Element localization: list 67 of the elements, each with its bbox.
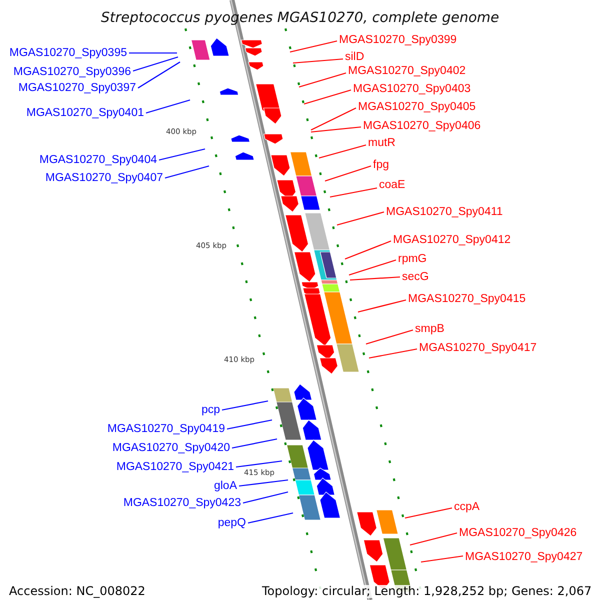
leader-line [132,56,178,72]
leader-line [358,299,406,313]
gene-label: rpmG [398,252,427,266]
gene-label: MGAS10270_Spy0395 [9,46,127,60]
gene-label: MGAS10270_Spy0417 [419,341,537,355]
gene-label: MGAS10270_Spy0405 [358,100,476,114]
leader-line [129,52,177,54]
gene-label: MGAS10270_Spy0426 [459,526,577,540]
gene-label: MGAS10270_Spy0396 [13,65,131,79]
gene-label: MGAS10270_Spy0423 [123,496,241,510]
gene-label: MGAS10270_Spy0415 [408,292,526,306]
leader-line [420,555,464,563]
leader-line [232,438,278,449]
leader-line [404,507,452,519]
gene-label: pepQ [218,516,246,530]
gene-label: MGAS10270_Spy0399 [339,33,457,47]
gene-label: mutR [368,136,396,150]
gene-label: MGAS10270_Spy0411 [386,205,503,219]
gene-label: MGAS10270_Spy0401 [26,106,144,120]
leader-line [336,211,384,226]
title: Streptococcus pyogenes MGAS10270, complete genome [100,9,500,27]
gene-label: MGAS10270_Spy0404 [39,153,157,167]
gene-label: smpB [415,322,444,336]
leader-line [146,99,190,114]
gene-label: MGAS10270_Spy0420 [112,441,230,455]
gene-label: MGAS10270_Spy0427 [465,550,583,564]
gene-label: MGAS10270_Spy0402 [348,64,466,78]
leader-line [248,512,294,524]
leader-line [368,348,418,359]
gene-label: ccpA [454,500,480,514]
leader-line [324,165,372,182]
leader-line [226,419,272,430]
gene-label: MGAS10270_Spy0397 [18,81,136,95]
gene-label: secG [402,270,429,284]
footer-text: Accession: NC_008022 [9,585,146,598]
leader-line [350,276,400,281]
leader-line [310,108,356,130]
leader-line [348,259,396,276]
leader-line [330,187,378,198]
leader-line [138,62,180,88]
gene-label: MGAS10270_Spy0407 [45,171,163,185]
leader-line [290,40,338,53]
gene-label: MGAS10270_Spy0412 [393,233,511,247]
gene-label: MGAS10270_Spy0403 [353,82,471,96]
gene-label: fpg [373,158,389,172]
leader-line [238,479,288,487]
leader-line [298,72,346,88]
leader-line [164,165,210,179]
gene-label: MGAS10270_Spy0421 [116,460,234,474]
gene-label: silD [345,50,364,64]
gene-label: coaE [379,178,406,192]
leader-line [242,491,288,504]
leader-line [366,329,414,345]
leader-line [236,460,282,468]
footer-text: Topology: circular; Length: 1,928,252 bp; Genes: 2,067 [262,585,592,598]
gene-label: gloA [214,479,237,493]
leader-line [292,58,344,64]
leader-line [410,532,458,546]
leader-line [310,126,362,133]
leader-line [344,240,392,260]
gene-label: MGAS10270_Spy0406 [363,119,481,133]
gene-label: MGAS10270_Spy0419 [107,422,225,436]
leader-line [304,89,352,105]
gene-label: pcp [201,403,220,417]
leader-line [222,400,268,411]
leader-line [158,148,206,161]
leader-line [318,144,366,159]
